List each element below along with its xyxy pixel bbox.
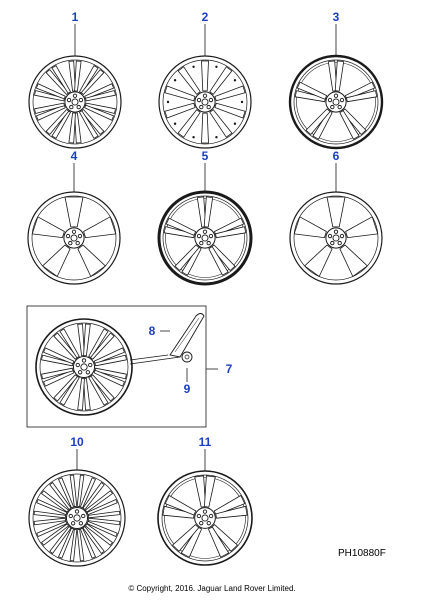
callout-7: 7 bbox=[226, 362, 233, 376]
leader-line bbox=[129, 354, 169, 361]
wheel-2 bbox=[158, 55, 252, 149]
wheel-7 bbox=[35, 318, 133, 416]
leader-lines bbox=[73, 24, 337, 471]
callout-6: 6 bbox=[333, 149, 340, 163]
callout-8: 8 bbox=[149, 324, 156, 338]
wheel-5 bbox=[157, 190, 253, 286]
leader-line bbox=[129, 356, 181, 365]
valve-cap-part bbox=[181, 351, 193, 363]
callout-4: 4 bbox=[71, 149, 78, 163]
callout-labels: 1 2 3 4 5 6 7 8 9 10 11 bbox=[70, 10, 339, 449]
callout-10: 10 bbox=[70, 435, 84, 449]
wheel-6 bbox=[289, 191, 383, 285]
wheel-4 bbox=[27, 191, 121, 285]
valve-part bbox=[169, 313, 205, 358]
wheel-1 bbox=[28, 55, 122, 149]
kit-frame bbox=[26, 305, 207, 428]
callout-5: 5 bbox=[202, 149, 209, 163]
copyright-notice: © Copyright, 2016. Jaguar Land Rover Lim… bbox=[128, 584, 296, 593]
callout-2: 2 bbox=[202, 10, 209, 24]
wheel-3 bbox=[288, 54, 384, 150]
callout-3: 3 bbox=[333, 10, 340, 24]
callout-9: 9 bbox=[184, 382, 191, 396]
reference-code: PH10880F bbox=[338, 548, 386, 559]
callout-11: 11 bbox=[199, 435, 212, 449]
wheel-11 bbox=[157, 470, 253, 566]
wheel-illustrations bbox=[26, 54, 384, 567]
wheel-10 bbox=[28, 469, 126, 567]
callout-1: 1 bbox=[72, 10, 79, 24]
